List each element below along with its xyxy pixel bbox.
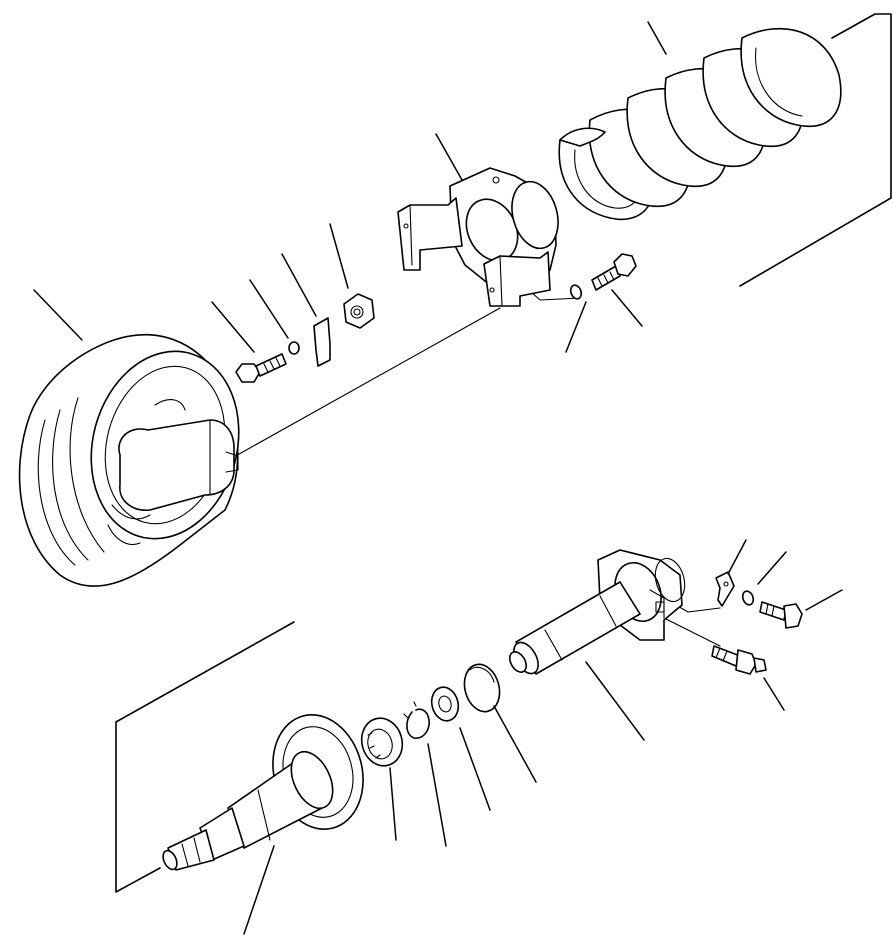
idler-wheel (18, 334, 240, 587)
leader-yoke-washer (565, 301, 587, 353)
leader-bushing (243, 845, 275, 935)
tab-plate (715, 571, 735, 607)
bracket-bolt (759, 601, 803, 629)
leader-bracket-washer (757, 551, 787, 585)
collar (463, 663, 501, 713)
grease-fitting (711, 645, 767, 675)
leader-idler-yoke (435, 133, 463, 181)
leader-lines (33, 21, 843, 935)
assembly-frame-upper (739, 13, 892, 287)
assembly-frame-lower (115, 621, 295, 893)
leader-floating-seal (389, 767, 397, 841)
leader-collar (493, 705, 537, 783)
hex-nut (343, 293, 375, 329)
leader-idler-shaft (585, 661, 645, 741)
axis-line-upper (231, 307, 501, 459)
hex-bolt (235, 353, 287, 383)
yoke-washer (569, 284, 583, 300)
leader-bracket-bolt (805, 589, 843, 611)
bushing (162, 714, 364, 871)
recoil-spring (558, 27, 842, 221)
snap-ring (403, 701, 430, 739)
leader-idler-wheel (33, 289, 83, 341)
leader-yoke-bolt (611, 289, 643, 327)
idler-shaft (509, 581, 641, 675)
seal-ring (430, 686, 460, 722)
leader-hex-nut (329, 223, 349, 289)
leader-hex-bolt (211, 301, 255, 353)
leader-tab-plate (727, 539, 747, 575)
leader-snap-ring (427, 743, 447, 847)
idler-yoke (397, 167, 559, 307)
leader-grease-fitting (763, 677, 785, 711)
leader-lock-washer (249, 279, 289, 339)
lock-plate (313, 317, 331, 367)
leader-lock-plate (281, 253, 317, 317)
leader-seal-ring (459, 727, 491, 811)
yoke-bolt (591, 253, 637, 291)
leader-recoil-spring (647, 21, 667, 55)
bracket-washer (741, 590, 755, 606)
lock-washer (288, 341, 300, 355)
floating-seal (360, 717, 404, 767)
axis-line-lower-bolt (663, 617, 721, 647)
